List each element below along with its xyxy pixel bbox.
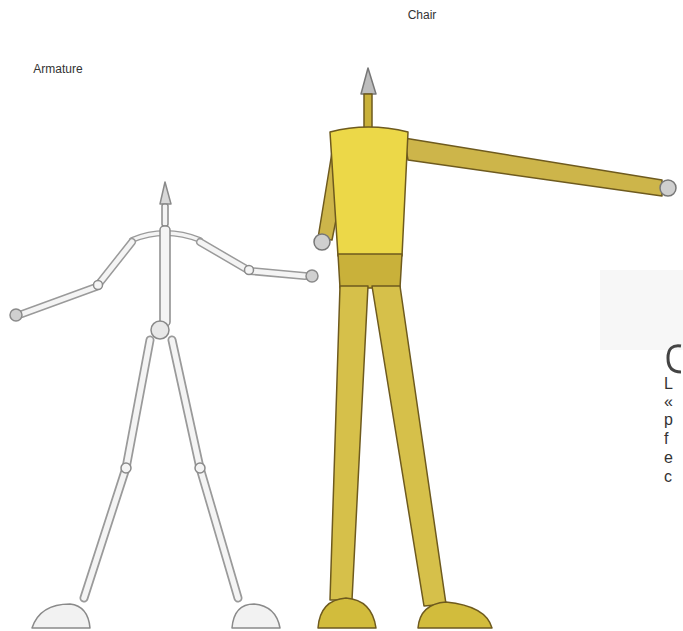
armature-figure <box>10 182 318 628</box>
cut-off-text: « <box>664 392 673 411</box>
cut-off-text: f <box>664 429 668 448</box>
background-panel <box>600 270 683 350</box>
cut-off-letter <box>668 346 681 372</box>
cut-off-text: e <box>664 448 673 467</box>
cut-off-text: L <box>664 374 673 393</box>
cut-off-text: p <box>664 410 673 429</box>
cut-off-text: c <box>664 467 672 486</box>
part-name: Armature <box>33 62 82 76</box>
part-name: Chair <box>408 8 437 22</box>
